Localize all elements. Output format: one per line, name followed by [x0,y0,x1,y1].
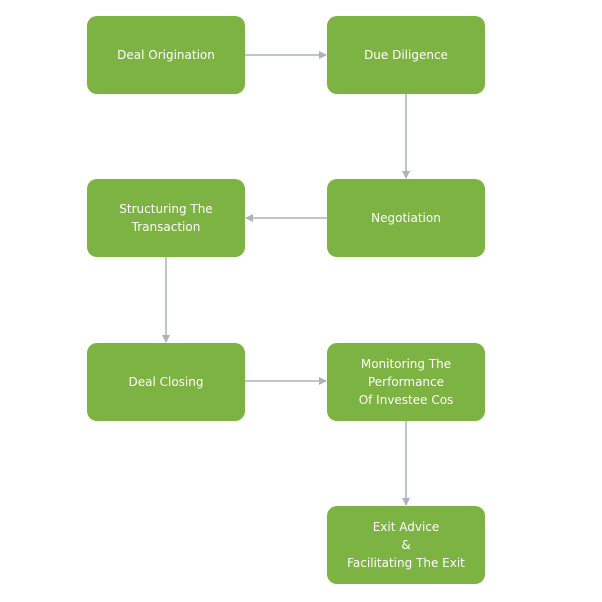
step-label: Due Diligence [364,48,448,62]
step-structuring-transaction: Structuring The Transaction [87,179,245,257]
step-monitoring-performance: Monitoring The Performance Of Investee C… [327,343,485,421]
step-label: Exit Advice & Facilitating The Exit [347,520,465,570]
step-label: Deal Origination [117,48,215,62]
step-negotiation: Negotiation [327,179,485,257]
step-deal-origination: Deal Origination [87,16,245,94]
step-due-diligence: Due Diligence [327,16,485,94]
step-deal-closing: Deal Closing [87,343,245,421]
step-label: Monitoring The Performance Of Investee C… [358,357,454,407]
step-label: Negotiation [371,211,441,225]
step-exit-advice: Exit Advice & Facilitating The Exit [327,506,485,584]
step-label: Structuring The Transaction [119,202,213,234]
step-label: Deal Closing [128,375,204,389]
